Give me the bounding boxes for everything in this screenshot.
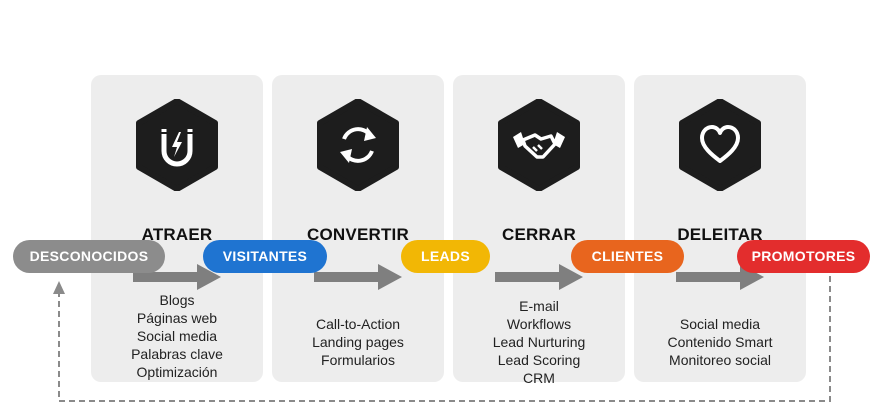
list-item: Lead Nurturing <box>492 334 586 350</box>
stage-card-atraer: ATRAER Blogs Páginas web Social media Pa… <box>91 75 263 382</box>
pill-leads: LEADS <box>401 240 490 273</box>
stage-card-cerrar: CERRAR E-mail Workflows Lead Nurturing L… <box>453 75 625 386</box>
hexagon-badge <box>317 99 399 191</box>
list-item: Monitoreo social <box>669 352 771 368</box>
handshake-icon <box>513 132 565 159</box>
stage-card-convertir: CONVERTIR Call-to-Action Landing pages F… <box>272 75 444 382</box>
pill-clientes: CLIENTES <box>571 240 684 273</box>
list-item: Palabras clave <box>131 346 223 362</box>
heart-icon <box>700 125 740 163</box>
list-item: Landing pages <box>312 334 404 350</box>
list-item: Páginas web <box>136 310 218 326</box>
hexagon-badge <box>679 99 761 191</box>
tactics-list: Blogs Páginas web Social media Palabras … <box>91 291 263 381</box>
list-item: CRM <box>523 370 555 386</box>
list-item: Formularios <box>321 352 395 368</box>
tactics-list: Call-to-Action Landing pages Formularios <box>272 315 444 369</box>
arrow-right-icon <box>495 264 583 290</box>
pill-promotores: PROMOTORES <box>737 240 870 273</box>
list-item: Call-to-Action <box>315 316 401 332</box>
list-item: Lead Scoring <box>497 352 581 368</box>
tactics-list: E-mail Workflows Lead Nurturing Lead Sco… <box>453 297 625 387</box>
hexagon-badge <box>498 99 580 191</box>
stage-card-deleitar: DELEITAR Social media Contenido Smart Mo… <box>634 75 806 382</box>
list-item: Contenido Smart <box>667 334 773 350</box>
magnet-icon <box>160 129 194 167</box>
cycle-arrows-icon <box>340 127 376 163</box>
list-item: Social media <box>679 316 761 332</box>
pill-desconocidos: DESCONOCIDOS <box>13 240 165 273</box>
stage-title: CONVERTIR <box>307 225 409 244</box>
hexagon-badge <box>136 99 218 191</box>
list-item: Blogs <box>159 292 195 308</box>
list-item: E-mail <box>519 298 559 314</box>
list-item: Social media <box>136 328 218 344</box>
arrow-right-icon <box>133 264 221 290</box>
stage-title: DELEITAR <box>677 225 763 244</box>
tactics-list: Social media Contenido Smart Monitoreo s… <box>634 315 806 369</box>
pill-visitantes: VISITANTES <box>203 240 327 273</box>
list-item: Workflows <box>506 316 572 332</box>
list-item: Optimización <box>136 364 218 380</box>
stage-title: CERRAR <box>502 225 576 244</box>
arrow-right-icon <box>314 264 402 290</box>
stage-title: ATRAER <box>141 225 213 244</box>
